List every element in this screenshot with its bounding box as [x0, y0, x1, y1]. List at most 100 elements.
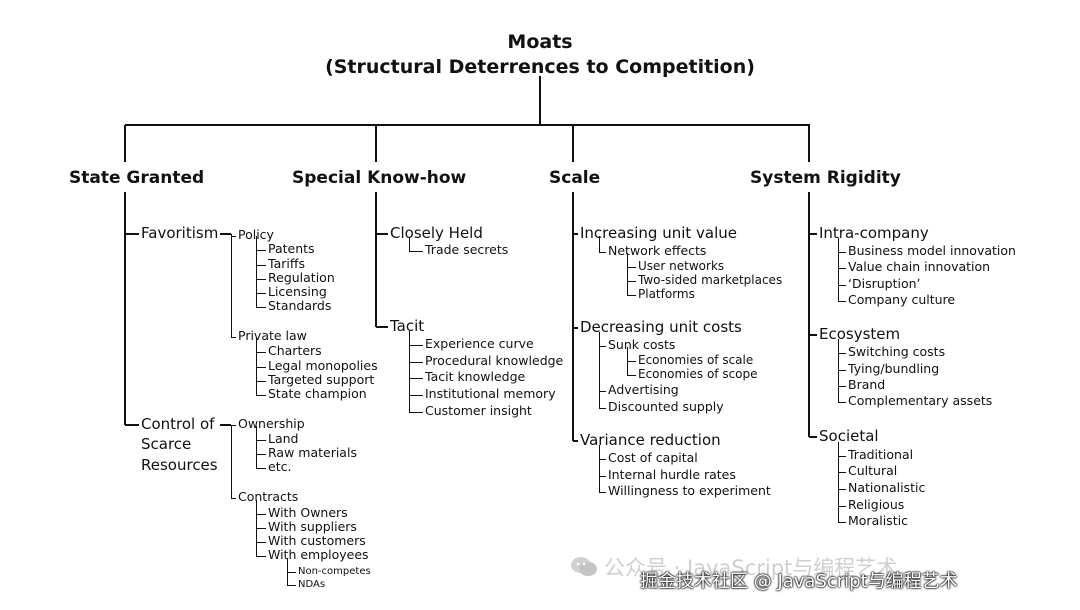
connector-tick — [599, 390, 606, 392]
diagram-subtitle: (Structural Deterrences to Competition) — [325, 56, 755, 78]
leaf-item: With employees — [268, 547, 369, 563]
node-ecosystem: Ecosystem — [819, 324, 901, 343]
connector-tick — [838, 471, 846, 473]
node-contracts: Contracts — [238, 489, 299, 505]
branch-connector — [809, 436, 817, 438]
connector-tick — [838, 251, 846, 253]
branch-connector — [125, 233, 139, 235]
node-private-law: Private law — [238, 328, 307, 344]
connector-tick — [838, 505, 846, 507]
connector-tick — [256, 527, 266, 529]
diagram-title: Moats — [507, 31, 573, 53]
connector-tick — [627, 280, 636, 282]
connector-tick — [838, 267, 846, 269]
node-network-effects: Network effects — [608, 243, 707, 259]
branch-connector — [573, 233, 578, 235]
category-special-know-how: Special Know-how — [292, 168, 467, 188]
leaf-item: Religious — [848, 497, 905, 513]
branch-connector — [220, 424, 231, 426]
node-ownership: Ownership — [238, 416, 305, 432]
leaf-item: NDAs — [298, 578, 326, 590]
connector-tick — [231, 235, 236, 237]
connector-tick — [838, 284, 846, 286]
connector-tick — [838, 521, 846, 523]
connector-spine — [626, 253, 628, 295]
leaf-item: State champion — [268, 386, 367, 402]
connector-tick — [838, 369, 846, 371]
leaf-item: ‘Disruption’ — [848, 276, 921, 292]
connector-tick — [256, 351, 266, 353]
connector-spine — [408, 237, 410, 251]
category-stem — [375, 125, 377, 162]
watermark-source: 掘金技术社区 @ JavaScript与编程艺术 — [640, 571, 958, 592]
connector-tick — [627, 266, 636, 268]
state-spine — [124, 192, 126, 425]
leaf-item: Moralistic — [848, 513, 908, 529]
node-tacit: Tacit — [390, 316, 425, 335]
watermark-text: 公众号 · JavaScript与编程艺术 — [604, 556, 898, 580]
leaf-item: Procedural knowledge — [425, 353, 564, 369]
leaf-item: Switching costs — [848, 344, 946, 360]
connector-spine — [837, 238, 839, 301]
connector-tick — [838, 488, 846, 490]
category-stem — [124, 125, 126, 162]
connector-spine — [837, 339, 839, 402]
leaf-item: Traditional — [848, 447, 914, 463]
connector-tick — [409, 361, 423, 363]
leaf-item: Experience curve — [425, 336, 534, 352]
leaf-item: Economies of scale — [638, 353, 754, 368]
leaf-item: Non-competes — [298, 565, 371, 577]
node-closely-held: Closely Held — [390, 223, 483, 242]
connector-tick — [256, 394, 266, 396]
leaf-item: Legal monopolies — [268, 358, 378, 374]
leaf-item: Company culture — [848, 292, 956, 308]
connector-tick — [256, 380, 266, 382]
connector-tick — [838, 455, 846, 457]
leaf-item: With customers — [268, 533, 366, 549]
rigidity-spine — [808, 192, 810, 437]
category-system-rigidity: System Rigidity — [750, 168, 901, 188]
branch-connector — [809, 334, 817, 336]
category-stem — [808, 125, 810, 162]
branch-connector — [376, 326, 388, 328]
leaf-item: With Owners — [268, 505, 348, 521]
connector-tick — [256, 439, 266, 441]
branch-connector — [376, 233, 388, 235]
connector-spine — [230, 425, 232, 498]
connector-tick — [256, 292, 266, 294]
node-sunk-costs: Sunk costs — [608, 337, 676, 353]
wechat-icon — [570, 556, 598, 578]
connector-tick — [256, 541, 266, 543]
leaf-item: Licensing — [268, 284, 327, 300]
leaf-item: Business model innovation — [848, 243, 1016, 259]
leaf-item: Raw materials — [268, 445, 357, 461]
connector-spine — [598, 445, 600, 492]
connector-tick — [838, 385, 846, 387]
root-crossbar — [125, 124, 810, 126]
category-stem — [572, 125, 574, 162]
leaf-item: Value chain innovation — [848, 259, 991, 275]
leaf-item: Two-sided marketplaces — [638, 273, 783, 288]
connector-tick — [231, 497, 236, 499]
branch-connector — [220, 233, 231, 235]
branch-connector — [573, 327, 578, 329]
connector-tick — [256, 453, 266, 455]
leaf-item: etc. — [268, 459, 292, 475]
connector-spine — [255, 426, 257, 468]
connector-tick — [256, 264, 266, 266]
leaf-item: Standards — [268, 298, 332, 314]
leaf-item: Brand — [848, 377, 886, 393]
leaf-item: Cultural — [848, 463, 898, 479]
leaf-item: Advertising — [608, 382, 679, 398]
leaf-item: Land — [268, 431, 299, 447]
connector-tick — [838, 300, 846, 302]
connector-tick — [287, 584, 296, 586]
leaf-item: Patents — [268, 241, 315, 257]
leaf-item: Regulation — [268, 270, 335, 286]
connector-tick — [599, 251, 606, 253]
knowhow-spine — [375, 192, 377, 327]
leaf-item: Complementary assets — [848, 393, 993, 409]
connector-spine — [598, 332, 600, 408]
leaf-item: Economies of scope — [638, 367, 758, 382]
connector-tick — [599, 475, 606, 477]
